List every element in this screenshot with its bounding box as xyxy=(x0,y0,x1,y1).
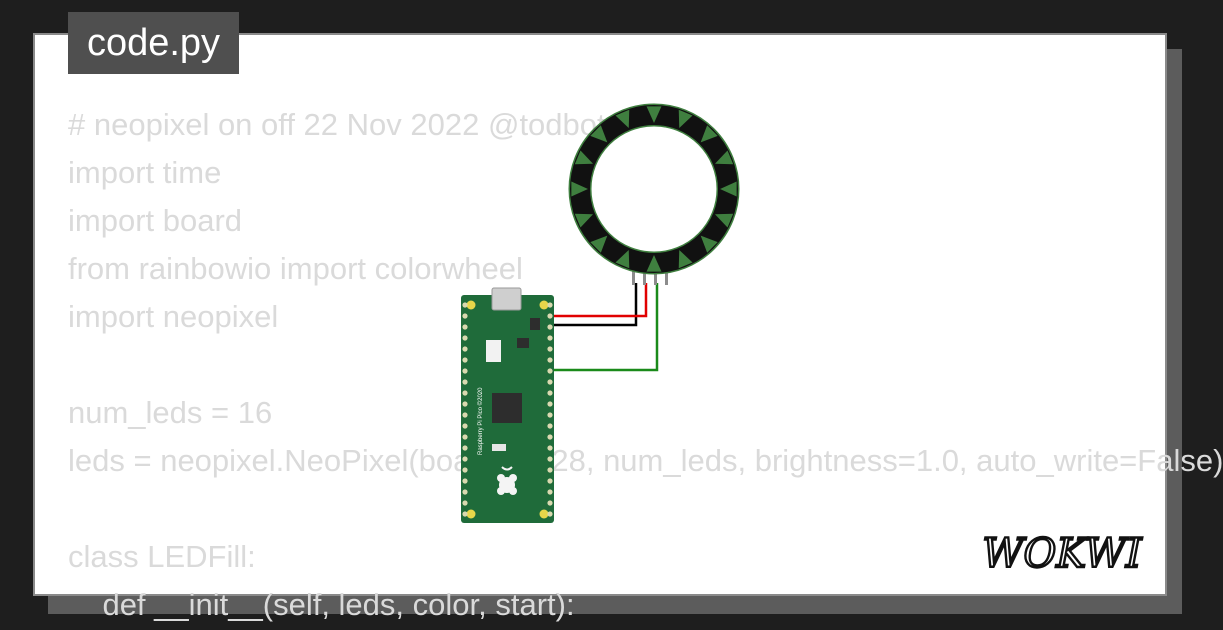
ring-led xyxy=(615,249,630,269)
ring-led xyxy=(714,150,734,165)
mount-hole xyxy=(466,300,476,310)
pico-pin[interactable] xyxy=(547,401,553,407)
pico-silk-text: Raspberry Pi Pico ©2020 xyxy=(477,387,484,455)
pico-pin[interactable] xyxy=(547,467,553,473)
mount-hole xyxy=(539,509,549,519)
file-tab[interactable]: code.py xyxy=(68,12,239,74)
pico-pin[interactable] xyxy=(547,357,553,363)
pico-pin[interactable] xyxy=(462,401,468,407)
ring-led xyxy=(700,235,718,253)
code-line: num_leds = 16 xyxy=(68,395,273,430)
pico-pin[interactable] xyxy=(462,357,468,363)
ring-led xyxy=(574,150,594,165)
code-line: from rainbowio import colorwheel xyxy=(68,251,523,286)
code-line: def __init__(self, leds, color, start): xyxy=(68,587,575,622)
ring-led xyxy=(700,125,718,143)
ring-led xyxy=(678,249,693,269)
pico-pin[interactable] xyxy=(547,412,553,418)
ring-led xyxy=(590,235,608,253)
ring-led xyxy=(646,255,662,272)
mount-hole xyxy=(466,509,476,519)
ring-led xyxy=(678,109,693,129)
ring-leds xyxy=(571,106,737,272)
pico-pin[interactable] xyxy=(462,423,468,429)
ring-led xyxy=(571,181,588,197)
pico-pin[interactable] xyxy=(547,379,553,385)
ring-led xyxy=(646,106,662,123)
raspberry-pi-pico[interactable]: Raspberry Pi Pico ©2020 xyxy=(461,287,554,523)
bootsel-button[interactable] xyxy=(486,340,501,362)
code-line: class LEDFill: xyxy=(68,539,256,574)
pico-pin[interactable] xyxy=(547,423,553,429)
ring-led xyxy=(714,213,734,228)
wokwi-logo: WOKWI xyxy=(981,530,1144,578)
pico-pin[interactable] xyxy=(462,313,468,319)
debug-pad xyxy=(492,444,506,451)
usb-connector xyxy=(491,287,522,311)
pico-pin[interactable] xyxy=(462,467,468,473)
pico-pin[interactable] xyxy=(547,313,553,319)
pico-pin[interactable] xyxy=(462,324,468,330)
code-listing: # neopixel on off 22 Nov 2022 @todbot im… xyxy=(68,101,1223,622)
code-line: # neopixel on off 22 Nov 2022 @todbot xyxy=(68,107,606,142)
pico-pin[interactable] xyxy=(547,302,553,308)
rp2040-chip xyxy=(492,393,522,423)
neopixel-ring[interactable] xyxy=(568,103,740,285)
code-line: import board xyxy=(68,203,243,238)
pico-pin[interactable] xyxy=(547,478,553,484)
flash-chip xyxy=(517,338,529,348)
pico-pin[interactable] xyxy=(462,335,468,341)
pico-pin[interactable] xyxy=(462,478,468,484)
neopixel-ring-pins xyxy=(632,265,668,285)
pico-pin[interactable] xyxy=(462,368,468,374)
pico-pin[interactable] xyxy=(547,489,553,495)
wire-green-data[interactable] xyxy=(548,283,659,372)
pico-pin[interactable] xyxy=(547,445,553,451)
ring-led xyxy=(574,213,594,228)
regulator-chip xyxy=(530,318,540,330)
ring-led xyxy=(615,109,630,129)
wokwi-logo-text: WOKWI xyxy=(982,531,1142,577)
pico-pin[interactable] xyxy=(547,335,553,341)
pico-pin[interactable] xyxy=(462,500,468,506)
pico-pin[interactable] xyxy=(547,511,553,517)
pico-pin[interactable] xyxy=(462,379,468,385)
wire-black-ground[interactable] xyxy=(548,283,638,327)
code-line: import time xyxy=(68,155,222,190)
pico-pin[interactable] xyxy=(462,346,468,352)
ring-led xyxy=(720,181,737,197)
pico-pin[interactable] xyxy=(462,456,468,462)
pico-pin[interactable] xyxy=(547,500,553,506)
pico-pin[interactable] xyxy=(462,434,468,440)
pico-pin[interactable] xyxy=(547,456,553,462)
wire-red-power[interactable] xyxy=(548,283,648,318)
pico-pin[interactable] xyxy=(462,390,468,396)
raspberry-logo-icon xyxy=(497,466,517,495)
ring-led xyxy=(590,125,608,143)
pico-pin-headers xyxy=(462,302,553,517)
pico-pin[interactable] xyxy=(547,434,553,440)
pico-pin[interactable] xyxy=(547,346,553,352)
pico-pin[interactable] xyxy=(462,445,468,451)
pico-pin[interactable] xyxy=(462,302,468,308)
pico-pin[interactable] xyxy=(547,390,553,396)
pico-pin[interactable] xyxy=(462,511,468,517)
pico-pin[interactable] xyxy=(462,412,468,418)
mount-hole xyxy=(539,300,549,310)
pico-pin[interactable] xyxy=(462,489,468,495)
code-line: import neopixel xyxy=(68,299,279,334)
pico-pin[interactable] xyxy=(547,368,553,374)
pico-pin[interactable] xyxy=(547,324,553,330)
